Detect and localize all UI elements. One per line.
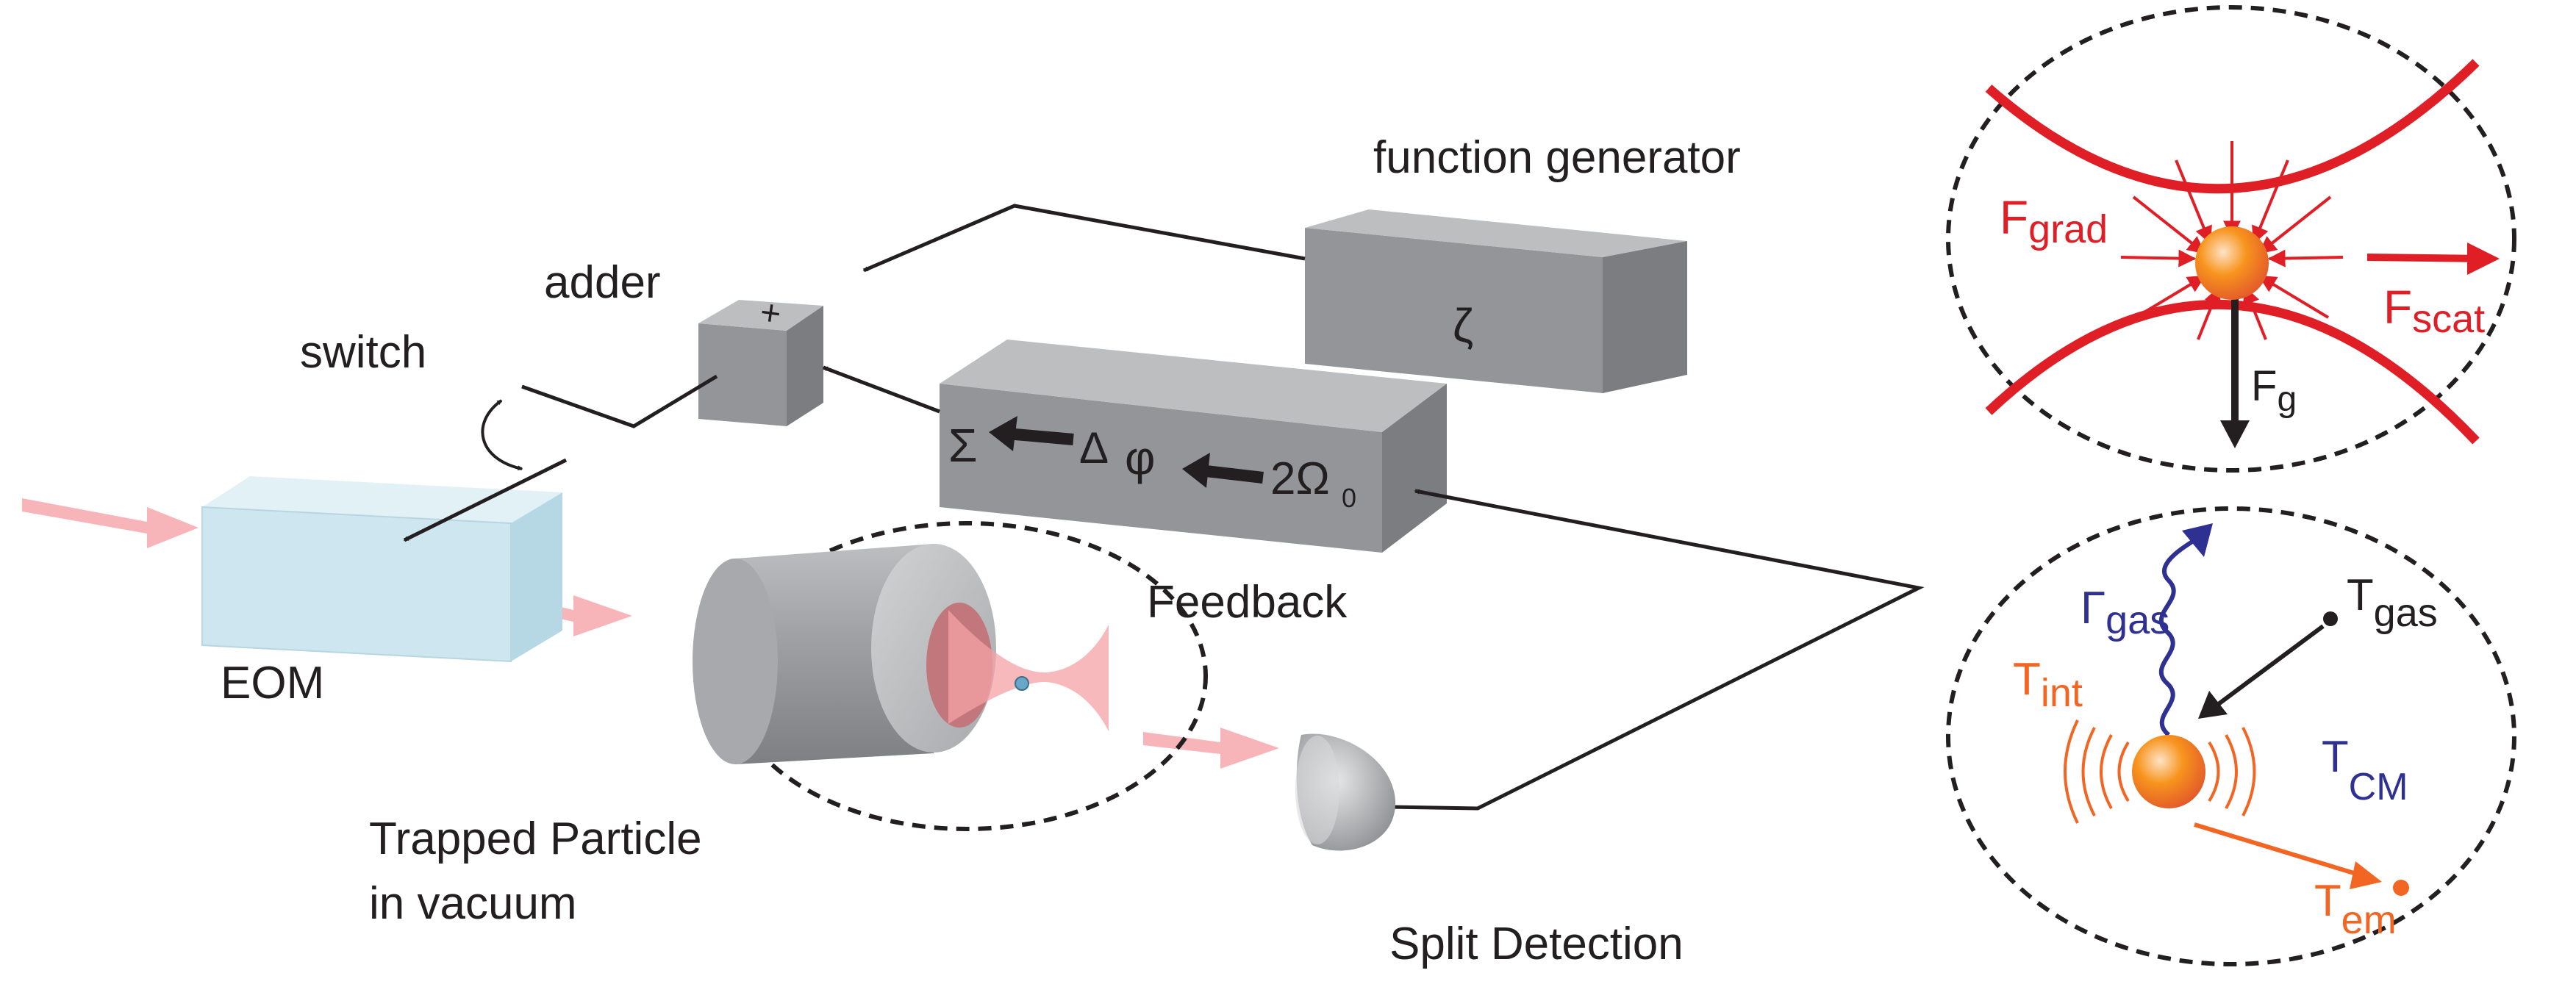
particle-sphere-temp bbox=[2132, 735, 2205, 808]
feedback-chain: Σ Δ φ 2Ω 0 bbox=[948, 416, 1356, 513]
wire-adder-to-switch bbox=[521, 374, 718, 428]
phi-symbol: φ bbox=[1125, 431, 1156, 484]
wire-generator-to-adder bbox=[862, 204, 1306, 273]
f-scat-sub: scat bbox=[2412, 297, 2485, 341]
two-omega-subscript: 0 bbox=[1342, 483, 1356, 513]
temperature-inset-outline bbox=[1946, 506, 2516, 966]
emission-arrow bbox=[2194, 822, 2364, 878]
trapped-particle-label-line1: Trapped Particle bbox=[369, 814, 702, 864]
gradient-force-arrows bbox=[2120, 141, 2344, 340]
trapped-particle-label-line2: in vacuum bbox=[369, 878, 577, 929]
wire-switch-to-eom bbox=[403, 458, 568, 542]
arrow-omega-to-delta bbox=[1199, 464, 1264, 484]
t-cm-main: T bbox=[2322, 732, 2349, 781]
focused-trap-beam bbox=[948, 610, 1109, 731]
f-grad-sub: grad bbox=[2028, 207, 2108, 251]
t-em-label: Tem bbox=[2314, 876, 2397, 942]
t-cm-label: TCM bbox=[2322, 732, 2408, 808]
gamma-gas-sub: gas bbox=[2105, 598, 2169, 642]
adder-block bbox=[698, 300, 823, 426]
f-scat-main: F bbox=[2383, 281, 2412, 334]
t-int-sub: int bbox=[2041, 671, 2083, 715]
t-cm-sub: CM bbox=[2349, 766, 2408, 808]
split-detection-label: Split Detection bbox=[1389, 919, 1684, 969]
arrow-delta-to-sigma bbox=[1006, 428, 1074, 445]
emission-dot bbox=[2393, 880, 2409, 896]
f-g-sub: g bbox=[2277, 380, 2297, 419]
f-g-label: Fg bbox=[2251, 362, 2297, 419]
force-inset-outline bbox=[1946, 5, 2516, 473]
two-omega-symbol: 2Ω bbox=[1270, 453, 1330, 504]
trapped-sphere-force bbox=[2195, 226, 2269, 300]
adder-label: adder bbox=[544, 257, 661, 308]
f-grad-main: F bbox=[2000, 191, 2028, 244]
gamma-main: Γ bbox=[2081, 583, 2105, 633]
gamma-gas-label: Γgas bbox=[2081, 583, 2169, 642]
t-em-main: T bbox=[2314, 876, 2341, 925]
f-grad-label: Fgrad bbox=[2000, 191, 2108, 251]
function-generator-block bbox=[1305, 209, 1687, 393]
t-int-main: T bbox=[2013, 654, 2041, 705]
feedback-label: Feedback bbox=[1147, 577, 1348, 628]
trapped-particle bbox=[1015, 676, 1029, 691]
scattering-force-arrow bbox=[2366, 254, 2486, 262]
t-gas-sub: gas bbox=[2374, 591, 2438, 635]
t-int-label: Tint bbox=[2013, 654, 2083, 715]
t-em-sub: em bbox=[2341, 898, 2397, 942]
f-scat-label: Fscat bbox=[2383, 281, 2485, 341]
signal-wires bbox=[403, 204, 1925, 811]
eom-label: EOM bbox=[221, 658, 324, 708]
gas-photon-wave bbox=[2158, 538, 2196, 737]
switch-label: switch bbox=[300, 327, 426, 378]
split-detector bbox=[1295, 733, 1396, 851]
switch-toggle-arrow bbox=[481, 399, 523, 471]
gas-collision-arrow bbox=[2215, 624, 2325, 708]
gas-molecule-dot bbox=[2323, 611, 2338, 626]
wire-feedback-to-adder bbox=[822, 365, 940, 414]
sigma-symbol: Σ bbox=[948, 419, 978, 472]
function-generator-label: function generator bbox=[1373, 132, 1741, 183]
t-gas-label: Tgas bbox=[2347, 570, 2438, 635]
internal-vibration-arcs bbox=[2064, 719, 2256, 824]
temperature-inset: Γgas Tgas Tint TCM Tem bbox=[1946, 506, 2516, 966]
zeta-symbol: ζ bbox=[1453, 299, 1473, 352]
delta-symbol: Δ bbox=[1079, 423, 1109, 473]
feedback-block bbox=[940, 340, 1447, 553]
t-gas-main: T bbox=[2347, 570, 2374, 620]
force-inset: Fgrad Fscat Fg bbox=[1946, 5, 2516, 473]
eom-block bbox=[201, 476, 562, 663]
f-g-main: F bbox=[2251, 362, 2277, 410]
wire-detector-to-feedback bbox=[1389, 489, 1925, 811]
